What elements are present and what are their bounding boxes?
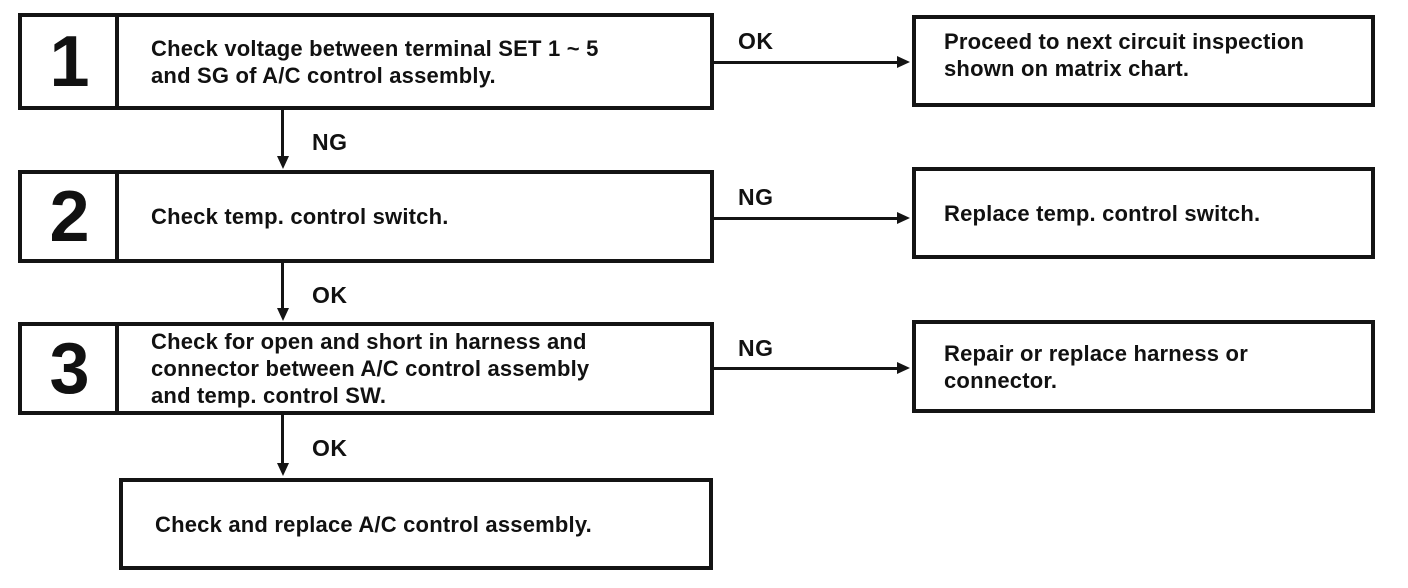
result-1-box: Proceed to next circuit inspection shown… — [912, 15, 1375, 107]
label-step1-down: NG — [312, 129, 348, 155]
arrow-down-icon — [277, 308, 289, 321]
result-2-box: Replace temp. control switch. — [912, 167, 1375, 259]
step-1-box: 1 Check voltage between terminal SET 1 ~… — [18, 13, 714, 110]
arrow-down-icon — [277, 156, 289, 169]
result-3-box: Repair or replace harness or connector. — [912, 320, 1375, 413]
connector-step2-result2-line — [714, 217, 898, 220]
connector-step1-result1-line — [714, 61, 898, 64]
step-2-text: Check temp. control switch. — [151, 204, 449, 229]
final-step-text: Check and replace A/C control assembly. — [155, 511, 592, 537]
step-2-number: 2 — [22, 174, 119, 259]
step-3-text: Check for open and short in harness and … — [151, 329, 590, 408]
final-step-box: Check and replace A/C control assembly. — [119, 478, 713, 570]
result-1-text: Proceed to next circuit inspection shown… — [944, 29, 1305, 81]
label-step2-right: NG — [738, 184, 774, 210]
arrow-right-icon — [897, 56, 910, 68]
step-1-text: Check voltage between terminal SET 1 ~ 5… — [151, 35, 599, 88]
connector-step1-step2-line — [281, 110, 284, 158]
connector-step2-step3-line — [281, 263, 284, 310]
label-step3-right: NG — [738, 335, 774, 361]
arrow-right-icon — [897, 362, 910, 374]
result-3-text: Repair or replace harness or connector. — [944, 340, 1248, 393]
step-3-number: 3 — [22, 326, 119, 411]
connector-step3-result3-line — [714, 367, 898, 370]
label-step3-down: OK — [312, 435, 348, 461]
label-step2-down: OK — [312, 282, 348, 308]
arrow-down-icon — [277, 463, 289, 476]
step-3-box: 3 Check for open and short in harness an… — [18, 322, 714, 415]
step-2-box: 2 Check temp. control switch. — [18, 170, 714, 263]
connector-step3-final-line — [281, 415, 284, 465]
arrow-right-icon — [897, 212, 910, 224]
step-1-number: 1 — [22, 17, 119, 106]
label-step1-right: OK — [738, 28, 774, 54]
result-2-text: Replace temp. control switch. — [944, 200, 1261, 226]
